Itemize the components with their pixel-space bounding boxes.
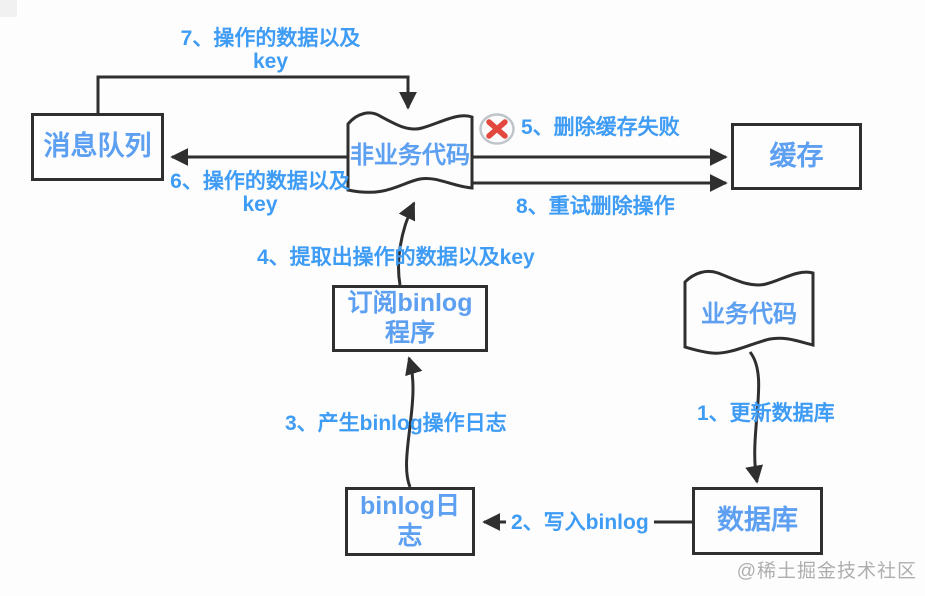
step-label-8: 8、重试删除操作 <box>516 195 675 218</box>
step-label-5: 5、删除缓存失败 <box>521 116 680 139</box>
flag-business-code <box>683 269 815 355</box>
step-label-6: 6、操作的数据以及 key <box>170 170 350 217</box>
error-cross-icon <box>479 113 515 145</box>
flag-non-business-code <box>346 111 474 194</box>
step-label-1: 1、更新数据库 <box>697 402 835 425</box>
step-label-7: 7、操作的数据以及 key <box>180 27 361 74</box>
edge-7-queue-to-nonbiz <box>96 75 417 113</box>
edge-3-binlog-to-subscribe <box>405 356 423 488</box>
node-subscribe-binlog: 订阅binlog 程序 <box>332 285 488 352</box>
node-business-code: 业务代码 <box>701 301 797 328</box>
node-binlog-log: binlog日 志 <box>345 487 475 556</box>
watermark: @稀土掘金技术社区 <box>736 561 917 582</box>
corner-artifact <box>0 0 17 17</box>
edge-4-subscribe-to-nonbiz <box>397 201 416 286</box>
step-label-3: 3、产生binlog操作日志 <box>285 412 507 435</box>
edge-1-biz-to-database <box>745 351 763 484</box>
node-non-business-code: 非业务代码 <box>350 142 470 169</box>
node-cache: 缓存 <box>731 123 862 190</box>
step-label-2: 2、写入binlog <box>506 511 654 535</box>
node-message-queue: 消息队列 <box>31 113 164 181</box>
node-database: 数据库 <box>692 487 823 555</box>
step-label-4: 4、提取出操作的数据以及key <box>257 246 535 269</box>
